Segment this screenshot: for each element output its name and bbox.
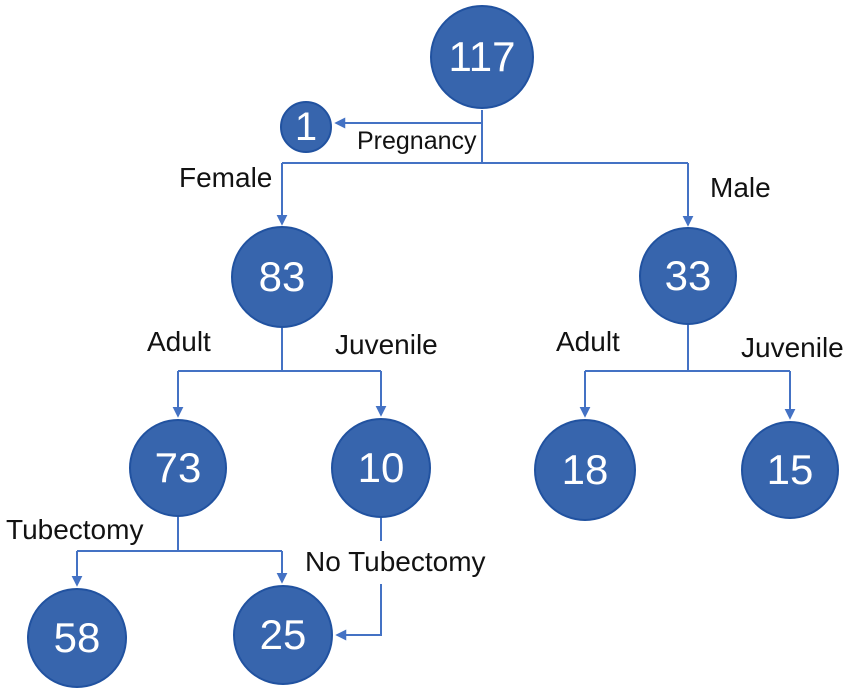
node-female-juvenile: 10 xyxy=(331,418,431,518)
label-male: Male xyxy=(710,172,771,203)
label-female: Female xyxy=(179,162,273,193)
label-adult-left: Adult xyxy=(147,326,211,357)
node-female-adult: 73 xyxy=(129,419,227,517)
node-pregnancy: 1 xyxy=(280,101,332,153)
node-male-juvenile: 15 xyxy=(741,421,839,519)
label-juvenile-right: Juvenile xyxy=(741,332,844,363)
label-no-tubectomy: No Tubectomy xyxy=(300,541,491,584)
node-tubectomy: 58 xyxy=(27,588,127,688)
node-no-tubectomy: 25 xyxy=(233,585,333,685)
label-pregnancy: Pregnancy xyxy=(357,127,477,155)
node-female: 83 xyxy=(231,226,333,328)
label-juvenile-left: Juvenile xyxy=(335,329,438,360)
label-tubectomy: Tubectomy xyxy=(6,514,144,545)
node-total: 117 xyxy=(430,5,534,109)
label-adult-right: Adult xyxy=(556,326,620,357)
node-male: 33 xyxy=(639,227,737,325)
node-male-adult: 18 xyxy=(534,419,636,521)
